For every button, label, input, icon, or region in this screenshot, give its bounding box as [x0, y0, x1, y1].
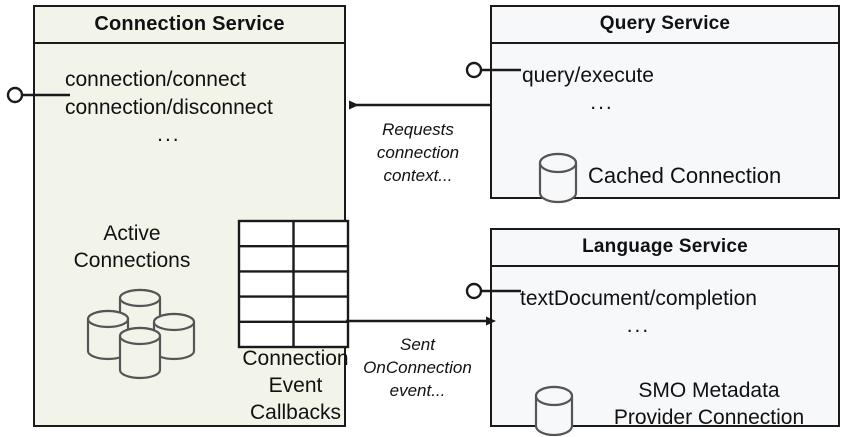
api-ellipsis: ...	[157, 123, 181, 146]
language-service-body: textDocument/completion ... SMO Metadata…	[492, 267, 838, 437]
edge-label-line1: Requests	[382, 120, 454, 139]
edge-label-line3: event...	[389, 381, 446, 400]
active-connections-label-line2: Connections	[73, 249, 191, 272]
active-connections-label-line1: Active	[103, 222, 161, 245]
api-ellipsis: ...	[626, 314, 651, 337]
active-connections-label: Active Connections	[57, 220, 207, 274]
api-connection-disconnect: connection/disconnect	[65, 96, 273, 119]
callbacks-label-line3: Callbacks	[249, 401, 342, 424]
connection-service-body: connection/connect connection/disconnect…	[35, 44, 350, 425]
component-language-service[interactable]: Language Service textDocument/completion…	[490, 228, 840, 437]
query-service-api-list: query/execute ...	[522, 62, 682, 116]
edge-label-line1: Sent	[400, 335, 435, 354]
api-ellipsis: ...	[590, 91, 614, 114]
edge-label-requests-connection-context: Requests connection context...	[353, 118, 483, 187]
edge-label-line2: OnConnection	[363, 358, 472, 377]
component-connection-service[interactable]: Connection Service connection/connect co…	[33, 5, 350, 427]
query-service-body: query/execute ... Cached Connection	[492, 44, 838, 204]
edge-label-line2: connection	[376, 143, 460, 162]
table-grid-icon	[237, 219, 350, 349]
edge-label-line3: context...	[383, 166, 453, 185]
language-service-api-list: textDocument/completion ...	[520, 285, 757, 339]
api-connection-connect: connection/connect	[65, 68, 246, 91]
database-icon	[534, 385, 574, 437]
cached-connection-label: Cached Connection	[588, 163, 782, 188]
smo-label-line1: SMO Metadata	[638, 379, 780, 402]
component-query-service[interactable]: Query Service query/execute ... Cached C…	[490, 5, 840, 204]
connection-event-callbacks-label: Connection Event Callbacks	[213, 345, 378, 426]
database-cluster-icon	[86, 288, 196, 380]
connection-service-api-list: connection/connect connection/disconnect…	[65, 66, 273, 148]
smo-metadata-provider-connection-label: SMO Metadata Provider Connection	[584, 377, 834, 431]
callbacks-label-line2: Event	[268, 374, 323, 397]
smo-label-line2: Provider Connection	[613, 406, 805, 429]
api-query-execute: query/execute	[522, 64, 654, 87]
query-service-title: Query Service	[492, 7, 838, 44]
connection-service-title: Connection Service	[35, 7, 344, 44]
language-service-title: Language Service	[492, 230, 838, 267]
database-icon	[538, 152, 578, 204]
api-textdocument-completion: textDocument/completion	[520, 287, 757, 310]
callbacks-label-line1: Connection	[242, 347, 349, 370]
edge-label-sent-onconnection-event: Sent OnConnection event...	[350, 333, 485, 402]
